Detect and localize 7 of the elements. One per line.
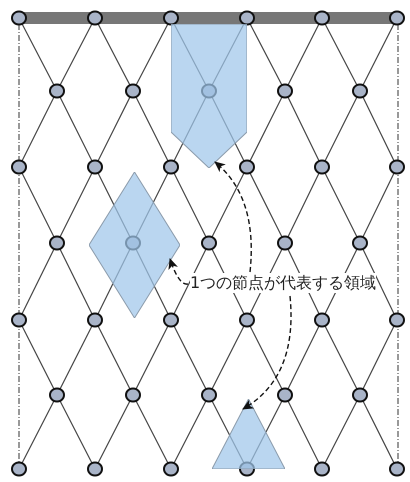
arrow (214, 161, 252, 272)
pentagon-region (171, 24, 247, 168)
arrow (242, 296, 292, 410)
triangle-region (212, 399, 285, 469)
arrow (168, 258, 188, 285)
diamond-region (89, 172, 180, 318)
annotation-text: 1つの節点が代表する領域 (190, 273, 376, 293)
